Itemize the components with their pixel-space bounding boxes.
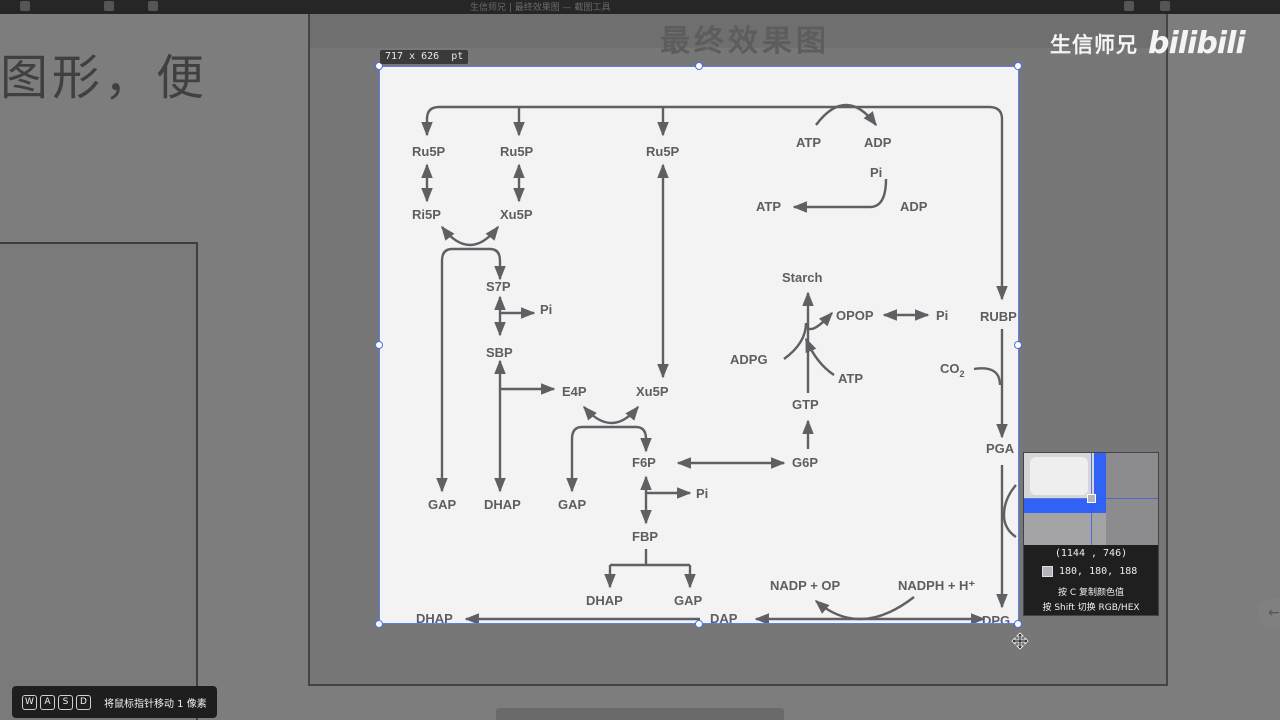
key-a: A	[40, 694, 55, 710]
pi-opop-label: Pi	[936, 308, 948, 323]
magnifier-center-pixel	[1087, 494, 1096, 503]
calvin-cycle-diagram: Ru5P Ru5P Ru5P Ri5P Xu5P S7P Pi SBP E4P …	[412, 103, 1017, 624]
dhap-label-1: DHAP	[484, 497, 521, 512]
pga-label: PGA	[986, 441, 1015, 456]
e4p-label: E4P	[562, 384, 587, 399]
copy-color-hint: 按 C 复制颜色值	[1057, 588, 1124, 598]
gap-label-2: GAP	[558, 497, 587, 512]
resize-handle-bottom[interactable]	[695, 620, 703, 628]
xu5p-label-1: Xu5P	[500, 207, 533, 222]
resize-handle-top[interactable]	[695, 62, 703, 70]
resize-handle-bottom-right[interactable]	[1014, 620, 1022, 628]
background-slide-text: 图形，便	[0, 50, 209, 106]
search-icon[interactable]	[1124, 1, 1134, 11]
atp-mid-label: ATP	[756, 199, 781, 214]
background-left-panel	[0, 242, 198, 720]
keyboard-hint-text: 将鼠标指针移动 1 像素	[104, 698, 207, 710]
adp-mid-label: ADP	[900, 199, 928, 214]
selection-size-label: 717 x 626 pt	[380, 50, 469, 64]
next-arrow-icon[interactable]: ←	[1258, 598, 1280, 628]
dhap-label-2: DHAP	[586, 593, 623, 608]
key-w: W	[22, 694, 37, 710]
control-center-icon[interactable]	[1160, 1, 1170, 11]
xu5p-label-2: Xu5P	[636, 384, 669, 399]
app-icon[interactable]	[20, 1, 30, 11]
ru5p-label-3: Ru5P	[646, 144, 680, 159]
co2-label: CO2	[940, 361, 965, 379]
ru5p-label-1: Ru5P	[412, 144, 446, 159]
gap-label-3: GAP	[674, 593, 703, 608]
dpg-label: DPG	[982, 613, 1010, 624]
dap-label: DAP	[710, 611, 738, 624]
ri5p-label: Ri5P	[412, 207, 441, 222]
color-value: 180, 180, 188	[1059, 566, 1138, 577]
keyboard-hint: W A S D 将鼠标指针移动 1 像素	[12, 686, 217, 718]
key-s: S	[58, 694, 73, 710]
cursor-coordinates: (1144 , 746)	[1054, 548, 1128, 559]
rubp-label: RUBP	[980, 309, 1017, 324]
atp-lower-label: ATP	[838, 371, 863, 386]
watermark-channel-name: 生信师兄	[1050, 32, 1138, 57]
color-readout: 180, 180, 188	[1042, 566, 1137, 577]
s7p-label: S7P	[486, 279, 511, 294]
sbp-label: SBP	[486, 345, 513, 360]
gear-icon[interactable]	[104, 1, 114, 11]
background-bottom-tab	[496, 708, 784, 720]
dhap-bottom-label: DHAP	[416, 611, 453, 624]
fbp-label: FBP	[632, 529, 658, 544]
watermark: 生信师兄 bilibili	[1050, 26, 1246, 61]
resize-handle-left[interactable]	[375, 341, 383, 349]
key-d: D	[76, 694, 91, 710]
screenshot-selection-area[interactable]: Ru5P Ru5P Ru5P Ri5P Xu5P S7P Pi SBP E4P …	[379, 66, 1019, 624]
gap-label-1: GAP	[428, 497, 457, 512]
magnifier-panel: (1144 , 746) 180, 180, 188 按 C 复制颜色值 按 S…	[1023, 452, 1159, 616]
magnifier-view	[1024, 453, 1158, 545]
background-slide-title: 最终效果图	[660, 24, 830, 59]
starch-label: Starch	[782, 270, 823, 285]
background-slide-header: 最终效果图	[310, 14, 1166, 59]
resize-handle-top-left[interactable]	[375, 62, 383, 70]
g6p-label: G6P	[792, 455, 818, 470]
nadp-label: NADP + OP	[770, 578, 841, 593]
opop-label: OPOP	[836, 308, 874, 323]
adp-top-label: ADP	[864, 135, 892, 150]
toggle-format-hint: 按 Shift 切换 RGB/HEX	[1042, 603, 1140, 613]
gtp-label: GTP	[792, 397, 819, 412]
bilibili-logo: bilibili	[1148, 26, 1246, 61]
pi-top-label: Pi	[870, 165, 882, 180]
color-swatch-icon	[1042, 566, 1053, 577]
f6p-label: F6P	[632, 455, 656, 470]
adpg-label: ADPG	[730, 352, 768, 367]
atp-top-label: ATP	[796, 135, 821, 150]
resize-handle-bottom-left[interactable]	[375, 620, 383, 628]
menu-bar: 生信师兄 | 最终效果图 — 截图工具	[0, 0, 1280, 14]
ru5p-label-2: Ru5P	[500, 144, 534, 159]
resize-handle-top-right[interactable]	[1014, 62, 1022, 70]
window-icon[interactable]	[148, 1, 158, 11]
pi-f6p-label: Pi	[696, 486, 708, 501]
window-title: 生信师兄 | 最终效果图 — 截图工具	[470, 3, 611, 12]
nadph-label: NADPH + H⁺	[898, 578, 975, 593]
move-cursor-icon	[1011, 632, 1029, 650]
resize-handle-right[interactable]	[1014, 341, 1022, 349]
pi-s7p-label: Pi	[540, 302, 552, 317]
